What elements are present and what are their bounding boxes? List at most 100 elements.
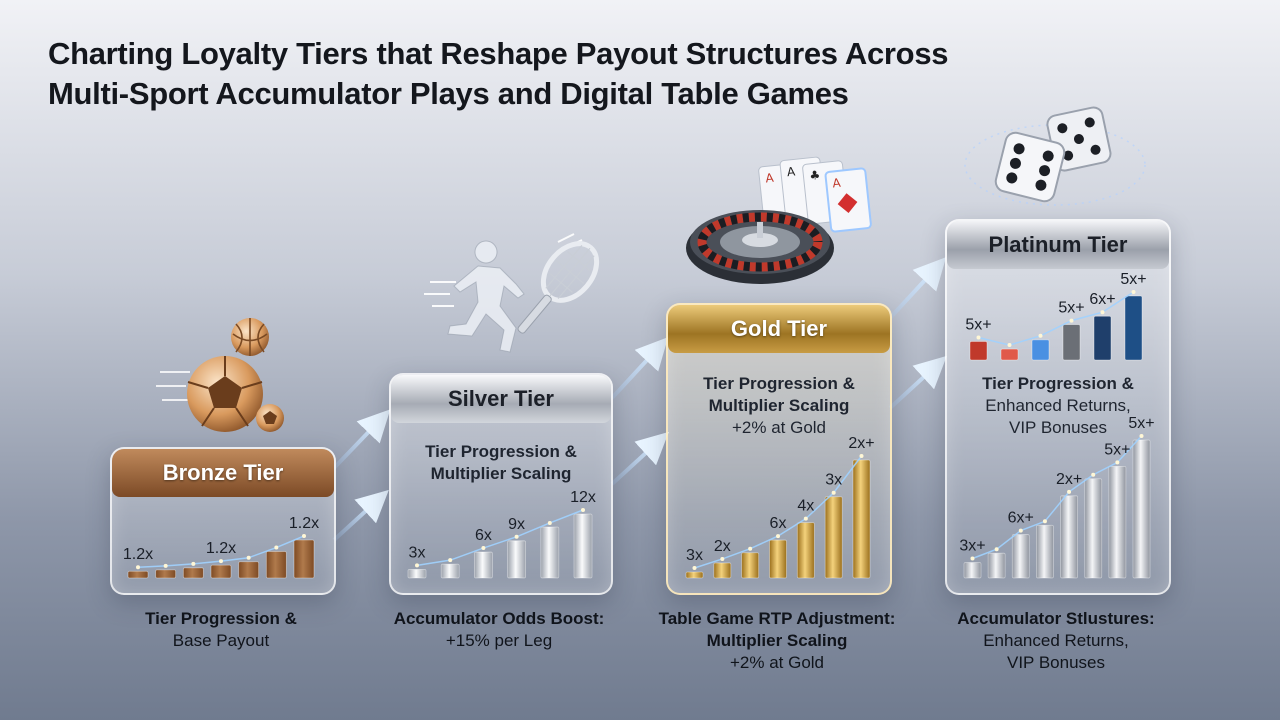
chart-value-label: 3x	[686, 547, 703, 564]
chart-value-label: 1.2x	[206, 540, 236, 557]
chart-trend-line	[972, 435, 1143, 560]
caption-line: Table Game RTP Adjustment:	[658, 609, 896, 628]
chart-point	[692, 565, 697, 570]
chart-point	[994, 547, 999, 552]
chart-point	[481, 546, 486, 551]
arrow-bronze-silver-lower	[332, 489, 389, 542]
chart-point	[1042, 519, 1047, 524]
chart-bar	[963, 562, 982, 579]
chart-point	[514, 534, 519, 539]
chart-value-label: 12x	[570, 489, 596, 506]
chart-value-label: 4x	[797, 498, 814, 515]
chart-4: 5x+5x+6x+5x+	[965, 271, 1147, 361]
chart-value-label: 6x	[770, 515, 787, 532]
chart-point	[1115, 460, 1120, 465]
chart-bar	[573, 513, 593, 579]
tier-header-bronze: Bronze Tier	[112, 449, 334, 497]
chart-point	[970, 556, 975, 561]
caption-line: Base Payout	[172, 631, 270, 650]
tier-caption-silver: Accumulator Odds Boost: +15% per Leg	[369, 608, 629, 652]
title-line-1: Charting Loyalty Tiers that Reshape Payo…	[48, 36, 949, 71]
chart-bar	[440, 563, 460, 579]
tier-desc-line: Enhanced Returns,	[985, 396, 1131, 415]
chart-point	[302, 534, 306, 538]
chart-bar	[1011, 534, 1030, 579]
chart-bar	[407, 568, 427, 579]
chart-value-label: 5x+	[1058, 300, 1084, 317]
chart-bar	[1036, 524, 1054, 579]
arrow-gold-platinum-lower	[888, 355, 947, 410]
chart-point	[448, 558, 453, 563]
tier-desc-line: Tier Progression &	[425, 442, 577, 461]
tier-desc-silver: Tier Progression & Multiplier Scaling	[391, 441, 611, 485]
svg-text:A: A	[832, 176, 842, 191]
chart-bar	[741, 552, 760, 579]
chart-value-label: 1.2x	[289, 515, 319, 532]
chart-point	[274, 545, 279, 550]
chart-bar	[1000, 348, 1019, 361]
chart-value-label: 3x	[409, 544, 426, 561]
chart-value-label: 2x+	[1056, 471, 1082, 488]
chart-bar	[1108, 465, 1127, 579]
chart-trend-line	[416, 509, 584, 567]
chart-point	[1131, 290, 1136, 294]
chart-bar	[507, 540, 527, 579]
chart-value-label: 3x+	[959, 537, 985, 554]
caption-line: Tier Progression &	[145, 609, 297, 628]
chart-point	[1038, 333, 1043, 338]
tier-desc-line: Multiplier Scaling	[708, 396, 850, 415]
chart-point	[1069, 318, 1074, 323]
chart-3: 3x+ 6x+ 2x+ 5x+ 5x+	[959, 415, 1155, 579]
chart-value-label: 5x+	[1120, 271, 1146, 288]
chart-point	[581, 508, 585, 512]
arrow-gold-platinum-upper	[888, 257, 947, 320]
caption-line: +15% per Leg	[445, 631, 553, 650]
chart-value-label: 5x+	[1104, 441, 1130, 458]
chart-bar	[969, 341, 988, 361]
chart-value-label: 1.2x	[123, 546, 153, 563]
chart-bar	[1062, 324, 1081, 361]
chart-bar	[713, 562, 732, 579]
chart-point	[1139, 434, 1144, 438]
tier-header-silver: Silver Tier	[391, 375, 611, 423]
chart-point	[1091, 472, 1096, 477]
chart-bar	[1031, 339, 1050, 361]
chart-bar	[1093, 315, 1112, 361]
tier-desc-line: VIP Bonuses	[1009, 418, 1107, 437]
chart-bar	[127, 570, 149, 579]
chart-bar	[769, 539, 787, 579]
tier-desc-gold: Tier Progression & Multiplier Scaling +2…	[668, 373, 890, 439]
arrow-bronze-silver-upper	[332, 409, 391, 470]
chart-bar	[540, 526, 560, 579]
tier-desc-line: Tier Progression &	[982, 374, 1134, 393]
caption-line: Multiplier Scaling	[706, 631, 848, 650]
chart-point	[1018, 528, 1023, 533]
caption-line: Accumulator Odds Boost:	[393, 609, 605, 628]
tier-desc-line: Tier Progression &	[703, 374, 855, 393]
tier-desc-line: Multiplier Scaling	[430, 464, 572, 483]
chart-point	[1100, 310, 1105, 315]
chart-bar	[1084, 478, 1103, 579]
svg-text:A: A	[765, 171, 775, 186]
chart-point	[163, 563, 168, 568]
tier-header-platinum: Platinum Tier	[947, 221, 1169, 269]
chart-value-label: 9x	[508, 516, 525, 533]
tier-caption-bronze: Tier Progression & Base Payout	[110, 608, 332, 652]
chart-value-label: 6x+	[1089, 291, 1115, 308]
chart-value-label: 6x+	[1008, 510, 1034, 527]
chart-bar	[210, 564, 232, 579]
svg-text:♣: ♣	[809, 168, 821, 183]
caption-line: +2% at Gold	[729, 653, 825, 672]
chart-value-label: 5x+	[1128, 415, 1154, 432]
chart-bar	[796, 522, 815, 579]
chart-bar	[685, 571, 704, 579]
chart-point	[976, 335, 981, 340]
caption-line: VIP Bonuses	[1007, 653, 1105, 672]
chart-point	[748, 546, 753, 551]
chart-point	[776, 534, 780, 539]
chart-bar	[238, 561, 260, 579]
chart-point	[859, 454, 864, 458]
